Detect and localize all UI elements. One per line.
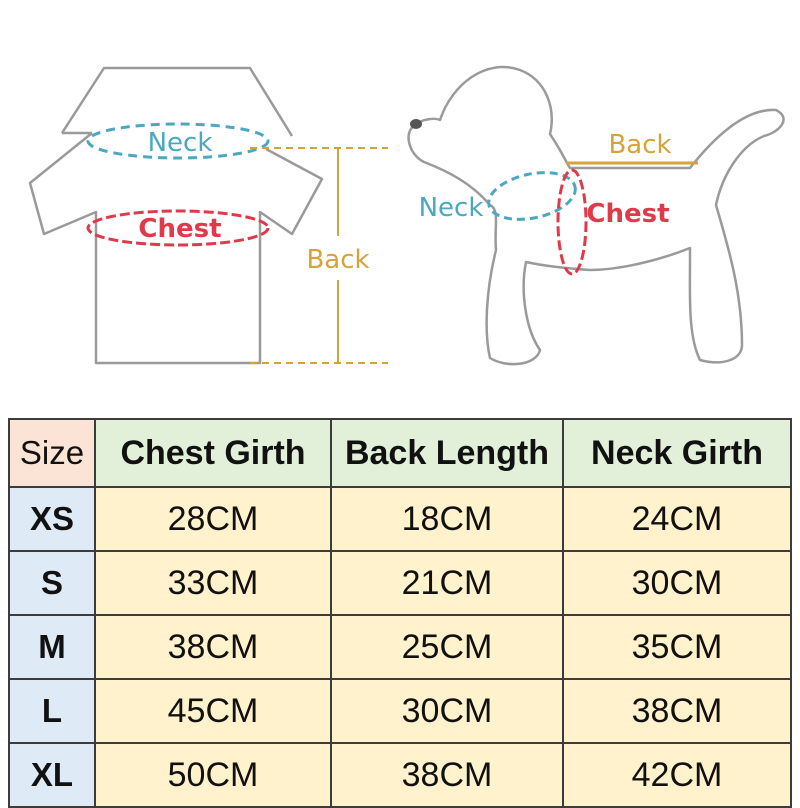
chest-cell: 45CM [94, 678, 332, 744]
shirt-neck-label: Neck [148, 128, 213, 158]
chest-cell: 28CM [94, 486, 332, 552]
table-row: L 45CM 30CM 38CM [8, 678, 792, 744]
size-cell: M [8, 614, 96, 680]
size-chart-table: Size Chest Girth Back Length Neck Girth … [8, 418, 792, 808]
back-cell: 38CM [330, 742, 564, 808]
header-chest-girth: Chest Girth [94, 418, 332, 488]
header-size: Size [8, 418, 96, 488]
back-cell: 25CM [330, 614, 564, 680]
neck-cell: 42CM [562, 742, 792, 808]
size-cell: XS [8, 486, 96, 552]
size-cell: S [8, 550, 96, 616]
shirt-chest-label: Chest [138, 214, 221, 244]
dog-chest-label: Chest [586, 199, 669, 229]
shirt-chest-ellipse [86, 209, 270, 247]
shirt-outline-icon [28, 66, 324, 365]
back-cell: 30CM [330, 678, 564, 744]
neck-cell: 30CM [562, 550, 792, 616]
back-cell: 18CM [330, 486, 564, 552]
chest-cell: 38CM [94, 614, 332, 680]
shirt-back-label: Back [306, 245, 369, 275]
dog-nose-icon [410, 119, 422, 129]
shirt-back-indicator [250, 147, 388, 364]
back-cell: 21CM [330, 550, 564, 616]
chest-cell: 33CM [94, 550, 332, 616]
measurement-illustration: Neck Chest Back Neck Chest Back [28, 65, 785, 366]
neck-cell: 24CM [562, 486, 792, 552]
size-cell: L [8, 678, 96, 744]
chest-cell: 50CM [94, 742, 332, 808]
dog-chest-ellipse [556, 168, 588, 276]
header-neck-girth: Neck Girth [562, 418, 792, 488]
dog-back-label: Back [608, 130, 671, 160]
neck-cell: 38CM [562, 678, 792, 744]
table-row: S 33CM 21CM 30CM [8, 550, 792, 616]
table-row: M 38CM 25CM 35CM [8, 614, 792, 680]
neck-cell: 35CM [562, 614, 792, 680]
table-row: XL 50CM 38CM 42CM [8, 742, 792, 808]
dog-neck-ellipse [487, 171, 577, 221]
dog-neck-label: Neck [419, 193, 484, 223]
table-header-row: Size Chest Girth Back Length Neck Girth [8, 418, 792, 488]
size-cell: XL [8, 742, 96, 808]
table-row: XS 28CM 18CM 24CM [8, 486, 792, 552]
header-back-length: Back Length [330, 418, 564, 488]
shirt-neck-ellipse [86, 122, 270, 160]
